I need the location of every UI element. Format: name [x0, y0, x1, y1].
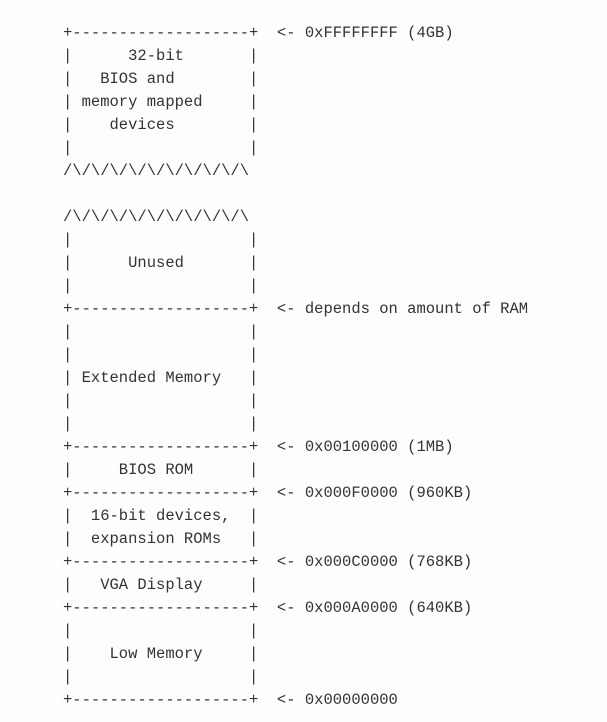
- memory-map-diagram: +-------------------+ <- 0xFFFFFFFF (4GB…: [63, 22, 528, 712]
- diagram-line-extended-memory-region: | Extended Memory |: [63, 369, 259, 387]
- diagram-line-low-memory-region: | |: [63, 668, 259, 686]
- diagram-line-bios-region: | |: [63, 139, 259, 157]
- diagram-line-low-memory-region: | Low Memory |: [63, 645, 259, 663]
- diagram-line-bios-region: | BIOS and |: [63, 70, 259, 88]
- diagram-line-extended-memory-region: | |: [63, 323, 259, 341]
- diagram-line-break-zigzag: /\/\/\/\/\/\/\/\/\/\: [63, 162, 250, 180]
- diagram-line-expansion-roms-region: | 16-bit devices, |: [63, 507, 259, 525]
- diagram-line-768kb-boundary: +-------------------+ <- 0x000C0000 (768…: [63, 553, 473, 571]
- diagram-line-bios-region: | 32-bit |: [63, 47, 259, 65]
- diagram-line-extended-memory-region: | |: [63, 415, 259, 433]
- diagram-line-low-memory-region: | |: [63, 622, 259, 640]
- diagram-line-vga-display-region: | VGA Display |: [63, 576, 259, 594]
- diagram-line-gap: ​: [63, 183, 528, 206]
- diagram-line-unused-region: | |: [63, 277, 259, 295]
- diagram-line-bios-region: | memory mapped |: [63, 93, 259, 111]
- diagram-line-unused-region: | |: [63, 231, 259, 249]
- diagram-line-extended-memory-region: | |: [63, 392, 259, 410]
- diagram-line-bios-region: | devices |: [63, 116, 259, 134]
- diagram-line-ram-boundary: +-------------------+ <- depends on amou…: [63, 300, 529, 318]
- diagram-line-top-boundary: +-------------------+ <- 0xFFFFFFFF (4GB…: [63, 24, 454, 42]
- diagram-line-extended-memory-region: | |: [63, 346, 259, 364]
- diagram-line-expansion-roms-region: | expansion ROMs |: [63, 530, 259, 548]
- diagram-line-break-zigzag: /\/\/\/\/\/\/\/\/\/\: [63, 208, 250, 226]
- diagram-line-bios-rom-region: | BIOS ROM |: [63, 461, 259, 479]
- diagram-line-bottom-boundary: +-------------------+ <- 0x00000000: [63, 691, 398, 709]
- diagram-line-640kb-boundary: +-------------------+ <- 0x000A0000 (640…: [63, 599, 473, 617]
- diagram-line-1mb-boundary: +-------------------+ <- 0x00100000 (1MB…: [63, 438, 454, 456]
- diagram-line-unused-region: | Unused |: [63, 254, 259, 272]
- diagram-line-960kb-boundary: +-------------------+ <- 0x000F0000 (960…: [63, 484, 473, 502]
